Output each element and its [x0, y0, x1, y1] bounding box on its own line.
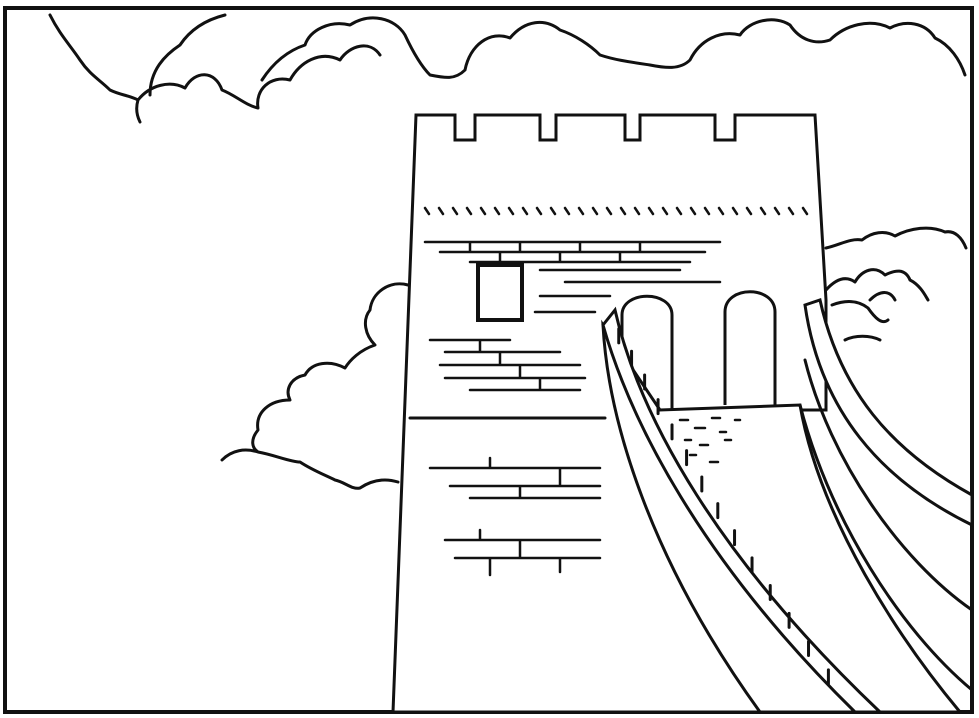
dentil: [787, 206, 795, 216]
dentil: [577, 206, 585, 216]
tower-window: [476, 263, 524, 322]
dentil: [563, 206, 571, 216]
dentil: [479, 206, 487, 216]
dentil: [521, 206, 529, 216]
tower-dentil-row: [423, 206, 809, 216]
dentil: [745, 206, 753, 216]
dentil: [675, 206, 683, 216]
dentil: [703, 206, 711, 216]
dentil: [507, 206, 515, 216]
right-parapet: [803, 298, 974, 528]
dentil: [759, 206, 767, 216]
dentil: [451, 206, 459, 216]
walkway-inner-edge: [798, 403, 974, 692]
right-trees: [824, 226, 968, 342]
parapet-crenellations: [617, 327, 830, 686]
top-foliage: [48, 13, 967, 124]
dentil: [591, 206, 599, 216]
dentil: [465, 206, 473, 216]
dentil: [437, 206, 445, 216]
tower-bricks: [423, 240, 722, 577]
dentil: [633, 206, 641, 216]
dentil: [661, 206, 669, 216]
walkway-cobbles: [678, 416, 742, 464]
dentil: [773, 206, 781, 216]
dentil: [689, 206, 697, 216]
dentil: [647, 206, 655, 216]
dentil: [423, 206, 431, 216]
dentil: [801, 206, 809, 216]
dentil: [605, 206, 613, 216]
dentil: [535, 206, 543, 216]
left-parapet: [601, 306, 884, 714]
right-walkway-edge: [803, 358, 974, 612]
dentil: [549, 206, 557, 216]
dentil: [717, 206, 725, 216]
left-cloud: [220, 282, 410, 490]
dentil: [731, 206, 739, 216]
arch-right: [723, 290, 777, 405]
dentil: [619, 206, 627, 216]
dentil: [493, 206, 501, 216]
